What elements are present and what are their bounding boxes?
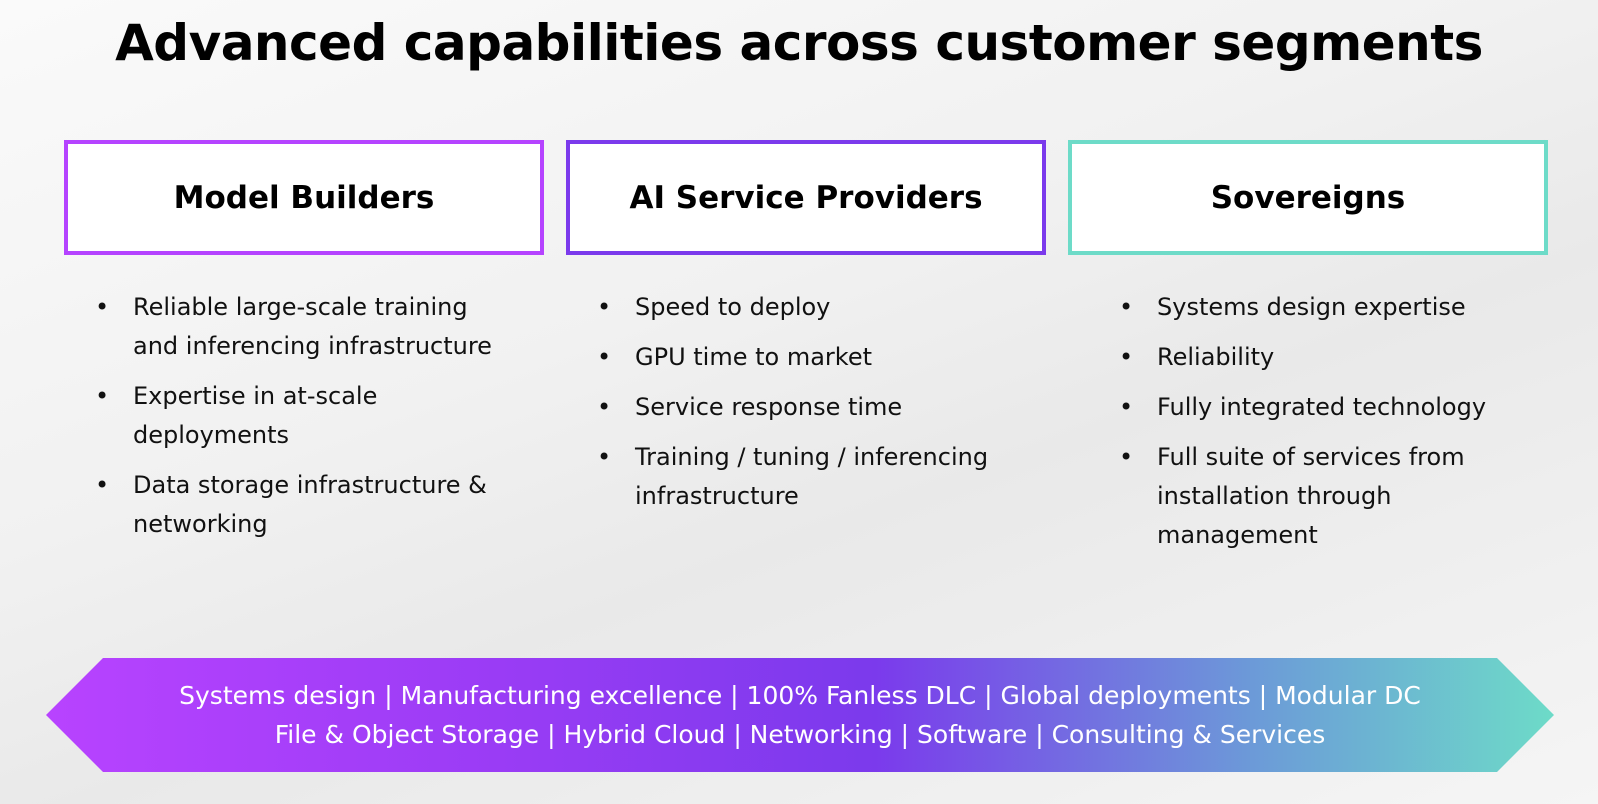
list-item: GPU time to market: [597, 338, 1027, 377]
segment-header-sovereigns: Sovereigns: [1068, 140, 1548, 255]
list-item: Service response time: [597, 388, 1027, 427]
banner-line-2: File & Object Storage | Hybrid Cloud | N…: [274, 720, 1326, 749]
list-item: Training / tuning / inferencing infrastr…: [597, 438, 1027, 516]
banner-line-1: Systems design | Manufacturing excellenc…: [179, 681, 1421, 710]
list-item: Reliable large-scale training and infere…: [95, 288, 515, 366]
sovereigns-list: Systems design expertise Reliability Ful…: [1119, 288, 1519, 566]
list-item: Expertise in at-scale deployments: [95, 377, 515, 455]
list-item: Reliability: [1119, 338, 1519, 377]
list-item: Full suite of services from installation…: [1119, 438, 1519, 555]
list-item: Speed to deploy: [597, 288, 1027, 327]
model-builders-list: Reliable large-scale training and infere…: [95, 288, 515, 555]
list-item: Data storage infrastructure & networking: [95, 466, 515, 544]
list-item: Systems design expertise: [1119, 288, 1519, 327]
page-title: Advanced capabilities across customer se…: [115, 14, 1483, 72]
segment-header-model-builders: Model Builders: [64, 140, 544, 255]
list-item: Fully integrated technology: [1119, 388, 1519, 427]
ai-service-providers-list: Speed to deploy GPU time to market Servi…: [597, 288, 1027, 527]
segment-header-ai-service-providers: AI Service Providers: [566, 140, 1046, 255]
capabilities-banner: Systems design | Manufacturing excellenc…: [46, 658, 1554, 772]
